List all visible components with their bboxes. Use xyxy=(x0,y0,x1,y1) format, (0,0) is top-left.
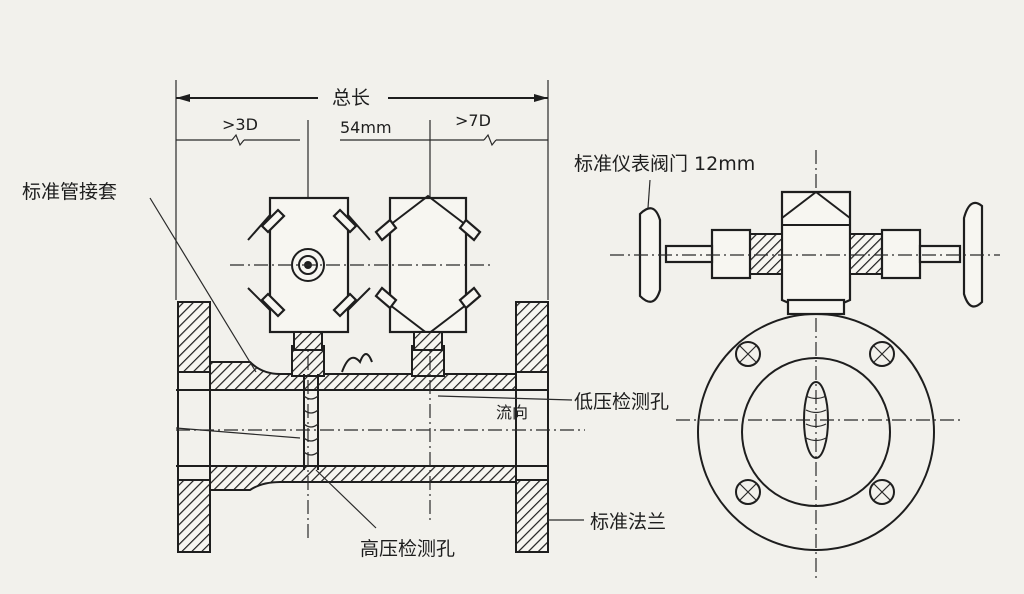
sensing-probe xyxy=(303,374,319,470)
flow-wedge-line xyxy=(175,427,301,439)
downstream-label: >7D xyxy=(455,111,491,130)
high-pressure-port-label: 高压检测孔 xyxy=(360,538,455,560)
right-flange xyxy=(515,301,549,553)
left-flange xyxy=(177,301,211,553)
leader-lines xyxy=(149,179,651,529)
flow-direction-label: 流向 xyxy=(496,403,528,422)
dimension-segments xyxy=(176,120,548,260)
valve-label: 标准仪表阀门 12mm xyxy=(574,153,755,175)
end-view-valve xyxy=(610,190,1000,316)
flange-label: 标准法兰 xyxy=(590,511,666,533)
valve-stems xyxy=(293,331,443,351)
pipe-walls xyxy=(176,361,548,491)
upstream-label: >3D xyxy=(222,115,258,134)
spacing-label: 54mm xyxy=(340,118,392,137)
total-length-label: 总长 xyxy=(332,87,370,109)
pipe-sleeve-label: 标准管接套 xyxy=(22,181,117,203)
low-pressure-port-label: 低压检测孔 xyxy=(574,391,669,413)
dimension-total-length xyxy=(175,80,549,300)
